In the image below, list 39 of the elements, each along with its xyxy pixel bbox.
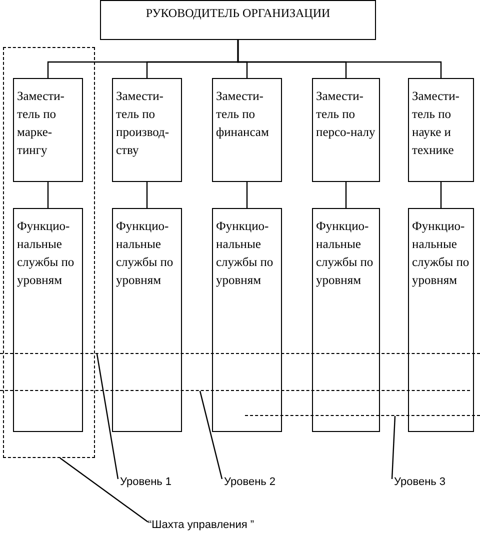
level-line	[0, 390, 470, 392]
box-text: Функцио-нальные службы по уровням	[16, 218, 76, 289]
box-text: Функцио-нальные службы по уровням	[315, 218, 374, 289]
box-text: Функцио-нальные службы по уровням	[215, 218, 274, 289]
head-title: РУКОВОДИТЕЛЬ ОРГАНИЗАЦИИ	[144, 5, 332, 22]
level-label: Уровень 2	[224, 475, 277, 490]
dashed-frame	[3, 47, 95, 458]
connector-line	[237, 40, 442, 78]
level-line	[0, 353, 480, 355]
box-text: Функцио-нальные службы по уровням	[411, 218, 470, 289]
connector-line	[345, 182, 347, 208]
leader-line	[199, 390, 223, 480]
leader-line	[391, 416, 396, 480]
connector-line	[246, 182, 248, 208]
org-box	[312, 208, 380, 432]
box-text: Замести-тель по финансам	[215, 88, 270, 141]
connector-line	[47, 182, 49, 208]
org-box	[212, 208, 282, 432]
level-label: “Шахта управления ”	[148, 518, 256, 533]
org-box	[13, 78, 83, 182]
box-text: Замести-тель по науке и технике	[411, 88, 460, 159]
level-label: Уровень 3	[394, 475, 447, 490]
leader-line	[60, 458, 148, 522]
org-box	[100, 0, 376, 40]
org-box	[212, 78, 282, 182]
box-text: Замести-тель по персо-налу	[315, 88, 376, 141]
org-box	[408, 78, 474, 182]
level-label: Уровень 1	[120, 475, 173, 490]
box-text: Функцио-нальные службы по уровням	[115, 218, 174, 289]
org-box	[112, 208, 182, 432]
connector-line	[440, 182, 442, 208]
org-box	[312, 78, 380, 182]
org-box	[112, 78, 182, 182]
box-text: Замести-тель по марке-тингу	[16, 88, 66, 159]
box-text: Замести-тель по производ-ству	[115, 88, 170, 159]
connector-line	[146, 182, 148, 208]
org-box	[13, 208, 83, 432]
org-box	[408, 208, 474, 432]
level-line	[245, 415, 480, 417]
